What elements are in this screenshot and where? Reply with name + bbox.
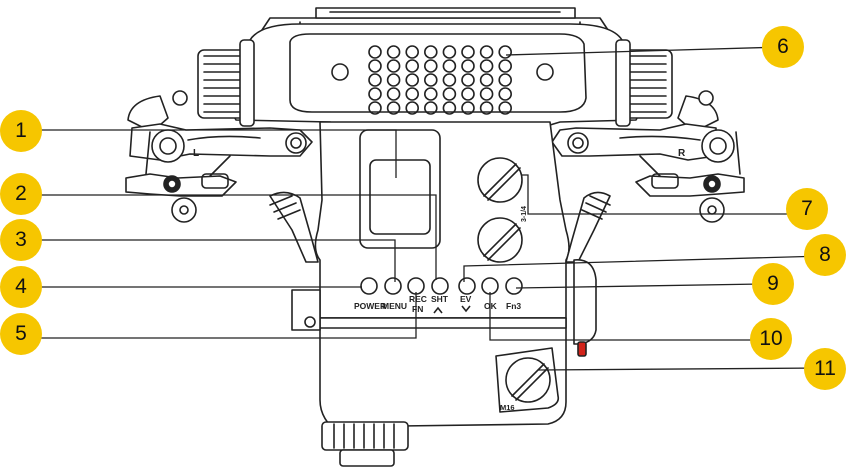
grille-hole [405, 59, 420, 73]
grille-hole [461, 73, 475, 87]
bottom-knob [321, 421, 409, 467]
grille-hole [386, 45, 401, 59]
grille-hole [479, 45, 494, 59]
grille-hole [442, 45, 457, 59]
speaker-grille [368, 45, 513, 115]
grille-hole [423, 87, 438, 101]
label-fn3: Fn3 [506, 301, 521, 311]
grille-hole [498, 73, 513, 87]
grille-hole [386, 73, 401, 87]
callout-8: 8 [804, 234, 846, 276]
grille-hole [479, 59, 494, 73]
grille-hole [405, 87, 420, 101]
grille-hole [498, 101, 513, 115]
label-ok: OK [484, 301, 498, 311]
grille-hole [461, 59, 475, 73]
label-rec: REC [409, 294, 427, 304]
device-button [431, 277, 449, 295]
grille-hole [442, 87, 457, 101]
grille-hole [368, 101, 382, 115]
callout-10: 10 [750, 318, 792, 360]
device-button [407, 277, 425, 295]
grille-hole [442, 59, 457, 73]
grille-hole [498, 45, 513, 59]
grille-hole [442, 101, 457, 115]
left-handle [125, 90, 313, 223]
grille-hole [405, 73, 420, 87]
grille-hole [498, 87, 513, 101]
callout-7: 7 [786, 188, 828, 230]
grille-hole [479, 87, 494, 101]
device-button [505, 277, 523, 295]
grille-hole [423, 73, 438, 87]
leader-lines [38, 46, 825, 371]
device-text: POWER MENU REC FN SHT EV OK Fn3 3-1/4 M1… [193, 148, 686, 412]
label-quarter-mount: 3-1/4 [521, 206, 528, 222]
device-button [360, 277, 378, 295]
grille-hole [461, 45, 475, 59]
grille-hole [368, 73, 382, 87]
callout-5: 5 [0, 313, 42, 355]
callout-3: 3 [0, 219, 42, 261]
grille-hole [423, 59, 438, 73]
grille-hole [368, 45, 382, 59]
mount-screws [477, 157, 523, 263]
device-button [481, 277, 499, 295]
grille-hole [479, 73, 494, 87]
grille-hole [386, 59, 401, 73]
grille-hole [386, 101, 401, 115]
label-handle-left: L [193, 148, 199, 159]
grille-hole [386, 87, 401, 101]
callout-6: 6 [762, 26, 804, 68]
grille-hole [498, 59, 513, 73]
grille-hole [423, 45, 438, 59]
label-sht: SHT [431, 294, 449, 304]
right-dial [615, 39, 673, 127]
grille-hole [423, 101, 438, 115]
label-handle-right: R [678, 148, 686, 159]
callout-2: 2 [0, 173, 42, 215]
device-button [384, 277, 402, 295]
grille-hole [479, 101, 494, 115]
grille-hole [405, 101, 420, 115]
callout-9: 9 [752, 263, 794, 305]
grille-hole [368, 87, 382, 101]
label-ev: EV [460, 294, 472, 304]
callout-11: 11 [804, 348, 846, 390]
grille-hole [368, 59, 382, 73]
left-dial [197, 39, 255, 127]
device-button [458, 277, 476, 295]
grille-hole [442, 73, 457, 87]
label-menu: MENU [382, 301, 407, 311]
grille-hole [461, 101, 475, 115]
grille-hole [405, 45, 420, 59]
right-handle [551, 90, 745, 223]
callout-4: 4 [0, 266, 42, 308]
label-power: POWER [354, 301, 386, 311]
label-fn: FN [412, 304, 423, 314]
callout-1: 1 [0, 110, 42, 152]
label-m16: M16 [500, 403, 515, 412]
grille-hole [461, 87, 475, 101]
